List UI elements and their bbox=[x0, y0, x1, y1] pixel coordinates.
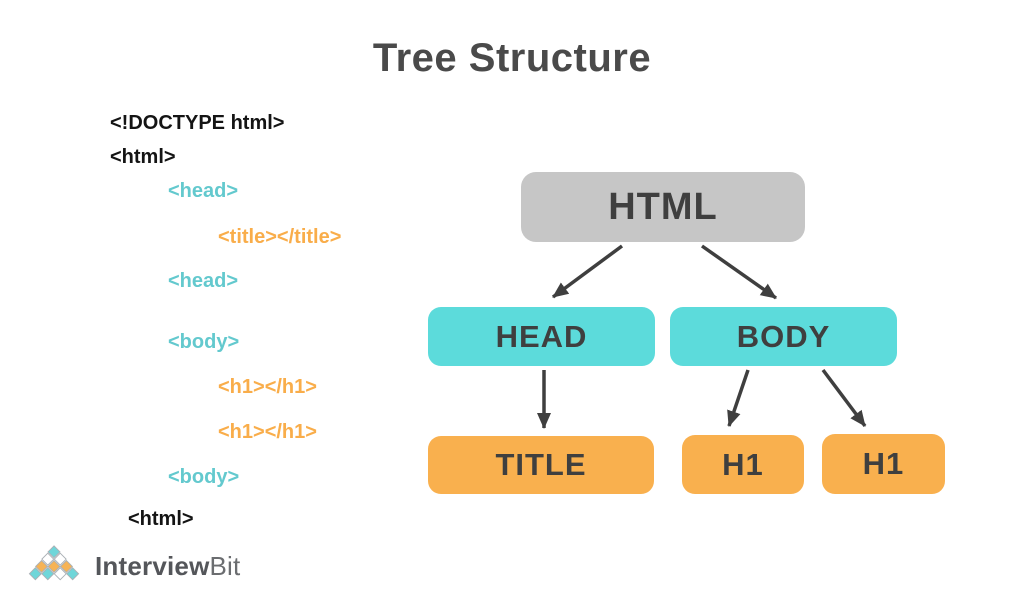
tree-node-head: HEAD bbox=[428, 307, 655, 366]
tree-node-html: HTML bbox=[521, 172, 805, 242]
interviewbit-logo-text: InterviewBit bbox=[95, 551, 240, 582]
logo-text-bit: Bit bbox=[209, 550, 241, 581]
code-line-body-open: <body> bbox=[168, 331, 240, 353]
code-line-h1-first: <h1></h1> bbox=[218, 376, 317, 398]
code-line-head-close: <head> bbox=[168, 270, 239, 292]
logo-text-interview: Interview bbox=[95, 550, 210, 581]
page-title: Tree Structure bbox=[372, 36, 652, 80]
tree-node-h1-first: H1 bbox=[682, 435, 804, 494]
tree-node-title: TITLE bbox=[428, 436, 654, 494]
code-line-doctype: <!DOCTYPE html> bbox=[110, 112, 285, 134]
code-line-html-open: <html> bbox=[110, 146, 176, 168]
diamond-pyramid-icon bbox=[28, 545, 80, 581]
edge-body-h1-second bbox=[821, 368, 867, 428]
edge-body-h1-first bbox=[727, 369, 750, 427]
code-line-h1-second: <h1></h1> bbox=[218, 421, 317, 443]
code-line-html-close: <html> bbox=[128, 508, 194, 530]
edge-html-body bbox=[700, 244, 778, 300]
code-line-body-close: <body> bbox=[168, 466, 240, 488]
code-line-head-open: <head> bbox=[168, 180, 239, 202]
tree-node-h1-second: H1 bbox=[822, 434, 945, 494]
tree-node-body: BODY bbox=[670, 307, 897, 366]
edge-html-head bbox=[551, 244, 624, 299]
code-line-title: <title></title> bbox=[218, 226, 342, 248]
interviewbit-logo: InterviewBit bbox=[22, 544, 240, 588]
